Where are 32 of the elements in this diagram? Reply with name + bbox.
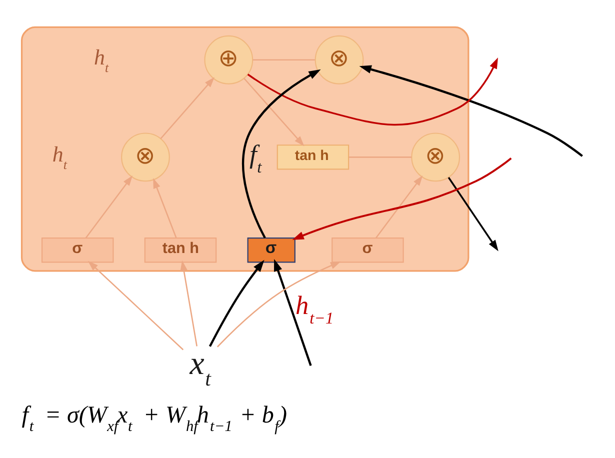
connector [348, 156, 412, 158]
caption: f$_{t}$ = σ(W$_{xf}$x$_{t}$ + W$_{hf}$h$_{t−1}$ + b$_{f}$) [22, 402, 288, 435]
arrow [180, 260, 198, 346]
edge-label: h$_{t−1}$ [295, 290, 334, 327]
arrow [88, 260, 184, 350]
node-box: σ [41, 237, 114, 262]
node-circle: ⊗ [314, 34, 364, 84]
arrow [244, 77, 304, 146]
edge-label: f$_{t}$ [249, 139, 262, 176]
arrow [85, 174, 133, 238]
arrow [247, 57, 498, 126]
arrow [292, 156, 512, 240]
label: h$_{t}$ [94, 44, 109, 74]
node-circle: ⊗ [411, 132, 460, 182]
node-box: σ [332, 237, 404, 262]
arrow [160, 76, 215, 139]
node-circle: ⊗ [121, 132, 170, 182]
node-box: tan h [276, 144, 350, 170]
arrow [448, 176, 498, 251]
arrow [153, 178, 177, 238]
node-box: tan h [144, 237, 217, 262]
connector [252, 58, 315, 60]
arrow [242, 68, 321, 238]
arrow [274, 258, 312, 366]
arrow [216, 260, 341, 347]
node-circle: ⊕ [204, 34, 254, 84]
node-box: σ [247, 237, 296, 262]
node-text: x$_{t}$ [190, 345, 211, 390]
label: h$_{t}$ [52, 141, 68, 172]
arrow [208, 259, 264, 346]
arrow [359, 64, 583, 156]
arrow [376, 174, 423, 238]
